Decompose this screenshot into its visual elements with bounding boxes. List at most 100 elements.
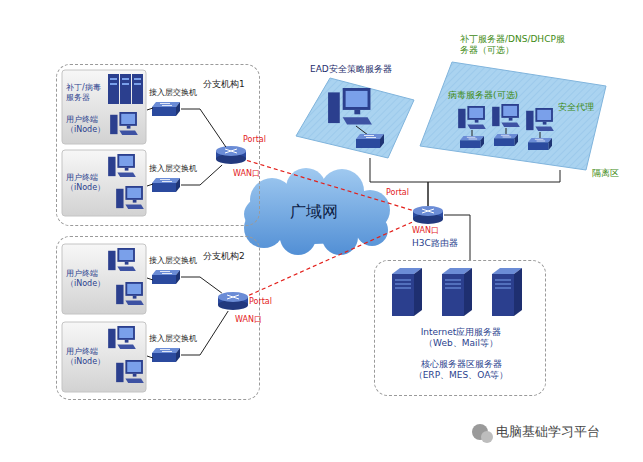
label-slot: WAN口 (412, 226, 439, 236)
label-slot: Internet应用服务器 （Web、Mail等） (407, 327, 515, 349)
label-slot: 补丁服务器/DNS/DHCP服务器（可选） (460, 34, 566, 56)
cloud-part (322, 219, 358, 255)
platform-shape (420, 62, 606, 170)
label-slot: 分支机构2 (203, 251, 245, 262)
terminal-group: 用户终端（iNode） (63, 245, 147, 315)
watermark-text: 电脑基础学习平台 (496, 424, 600, 440)
node-label: 核心服务器区服务器 （ERP、MES、OA等） (407, 359, 515, 381)
pc-icon (108, 154, 136, 177)
network-link (181, 311, 228, 355)
pc-icon (116, 186, 144, 209)
platform-node: 补丁服务器/DNS/DHCP服务器（可选）病毒服务器(可选)安全代理隔离区 (420, 58, 606, 170)
platform-node: EAD安全策略服务器 (296, 62, 414, 158)
node-label: 用户终端（iNode） (66, 115, 108, 134)
cloud-node: 广域网 (236, 168, 392, 256)
node-label: EAD安全策略服务器 (310, 64, 392, 75)
label-slot: 病毒服务器(可选) (448, 90, 518, 101)
router-icon (413, 206, 443, 224)
label-slot: 接入层交换机 (149, 88, 197, 98)
server-icon (108, 74, 119, 104)
cloud-part (244, 208, 284, 248)
node-label: 用户终端（iNode） (66, 173, 108, 192)
pc-icon (116, 360, 144, 383)
label-slot: WAN口 (233, 169, 260, 179)
switch-icon (528, 138, 552, 150)
region-box: 分支机构1补丁/病毒服务器用户终端（iNode）接入层交换机用户终端（iNode… (56, 64, 260, 226)
switch-node: 接入层交换机 (153, 179, 181, 193)
watermark-icon (481, 431, 493, 443)
group-panel (62, 322, 146, 392)
node-label: 接入层交换机 (149, 334, 197, 344)
node-label: 补丁服务器/DNS/DHCP服务器（可选） (460, 34, 566, 56)
label-slot: 核心服务器区服务器 （ERP、MES、OA等） (407, 359, 515, 381)
node-label: Portal (249, 297, 272, 307)
node-label: Internet应用服务器 （Web、Mail等） (407, 327, 515, 349)
node-label: WAN口 (233, 169, 260, 179)
node-label: 接入层交换机 (149, 88, 197, 98)
region-box: 分支机构2用户终端（iNode）接入层交换机用户终端（iNode）接入层交换机P… (56, 236, 260, 400)
server-icon (392, 268, 422, 316)
node-label: 分支机构1 (203, 79, 245, 90)
label-slot: 用户终端（iNode） (66, 347, 108, 366)
node-label: WAN口 (235, 315, 262, 325)
server-icon (442, 268, 472, 316)
group-panel (62, 244, 146, 314)
label-slot: EAD安全策略服务器 (310, 64, 392, 75)
server-zone: Internet应用服务器 （Web、Mail等） 核心服务器区服务器 （ERP、… (374, 260, 546, 396)
node-label: 安全代理 (558, 102, 594, 113)
network-link (147, 278, 153, 280)
node-label: 病毒服务器(可选) (448, 90, 518, 101)
network-link (370, 158, 428, 206)
label-slot: 用户终端（iNode） (66, 173, 108, 192)
label-slot: 安全代理 (558, 102, 594, 113)
node-label: 广域网 (290, 202, 338, 221)
wan-link (249, 222, 412, 295)
label-slot: Portal (386, 188, 409, 198)
label-slot: 用户终端（iNode） (66, 115, 108, 134)
node-label: Portal (386, 188, 409, 198)
network-link (444, 215, 470, 260)
node-label: 用户终端（iNode） (66, 269, 108, 288)
pc-icon (108, 248, 136, 271)
label-slot: Portal (243, 135, 266, 145)
network-link (428, 170, 560, 206)
label-slot: 接入层交换机 (149, 256, 197, 266)
server-icon (492, 268, 522, 316)
platform-hatch (420, 62, 606, 170)
network-link (147, 108, 153, 110)
cloud-part (356, 214, 388, 246)
network-link (181, 277, 222, 293)
platform-shape (296, 78, 414, 158)
node-label: 补丁/病毒服务器 (66, 83, 108, 102)
node-label: 隔离区 (592, 168, 619, 179)
switch-icon (152, 178, 180, 192)
label-slot: 补丁/病毒服务器 (66, 83, 108, 102)
terminal-group: 用户终端（iNode） (63, 151, 147, 217)
label-slot: 电脑基础学习平台 (496, 424, 600, 440)
node-label: WAN口 (412, 226, 439, 236)
label-slot: 接入层交换机 (149, 334, 197, 344)
pc-icon (492, 104, 520, 127)
node-label: H3C路由器 (412, 238, 458, 249)
label-slot: WAN口 (235, 315, 262, 325)
router-node: PortalWAN口 (219, 293, 249, 311)
wire (356, 126, 368, 135)
label-slot: H3C路由器 (412, 238, 458, 249)
node-label: Portal (243, 135, 266, 145)
pc-icon (116, 282, 144, 305)
group-panel (62, 70, 146, 144)
terminal-group: 用户终端（iNode） (63, 323, 147, 393)
platform-hatch (296, 78, 414, 158)
switch-node: 接入层交换机 (153, 349, 181, 363)
group-panel (62, 150, 146, 216)
router-node: PortalWAN口 (217, 147, 247, 165)
node-label: 接入层交换机 (149, 164, 197, 174)
server-icon (132, 74, 143, 104)
node-label: 用户终端（iNode） (66, 347, 108, 366)
label-slot: 用户终端（iNode） (66, 269, 108, 288)
pc-icon (458, 106, 486, 129)
cloud-part (286, 168, 326, 208)
router-node: PortalWAN口H3C路由器 (412, 206, 444, 224)
node-label: 接入层交换机 (149, 256, 197, 266)
